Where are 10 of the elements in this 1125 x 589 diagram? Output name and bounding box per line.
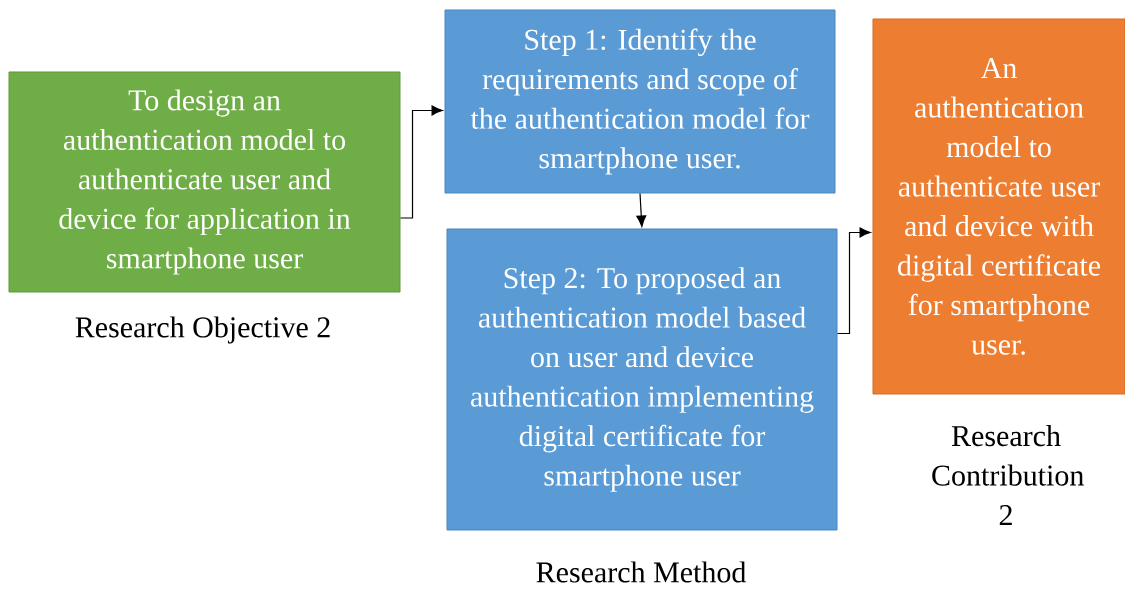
arrow — [399, 105, 443, 219]
arrow — [836, 227, 871, 335]
node-label: Research Contribution 2 — [932, 425, 1084, 525]
process-box: An authentication model to authenticate user and device with digital certificate for smartphone user. — [872, 18, 1125, 395]
node-label: Research Method — [536, 561, 747, 583]
process-box: To design an authentication model to authenticate user and device for application in smartphone user — [8, 71, 401, 293]
arrow — [636, 192, 647, 227]
process-box: Step 1: Identify the requirements and scope of the authentication model for smartphone user. — [444, 9, 836, 194]
node-label: Research Objective 2 — [75, 316, 330, 344]
process-box: Step 2: To proposed an authentication model based on user and device authentication implementing digital certificate for smartphone user — [446, 228, 838, 531]
